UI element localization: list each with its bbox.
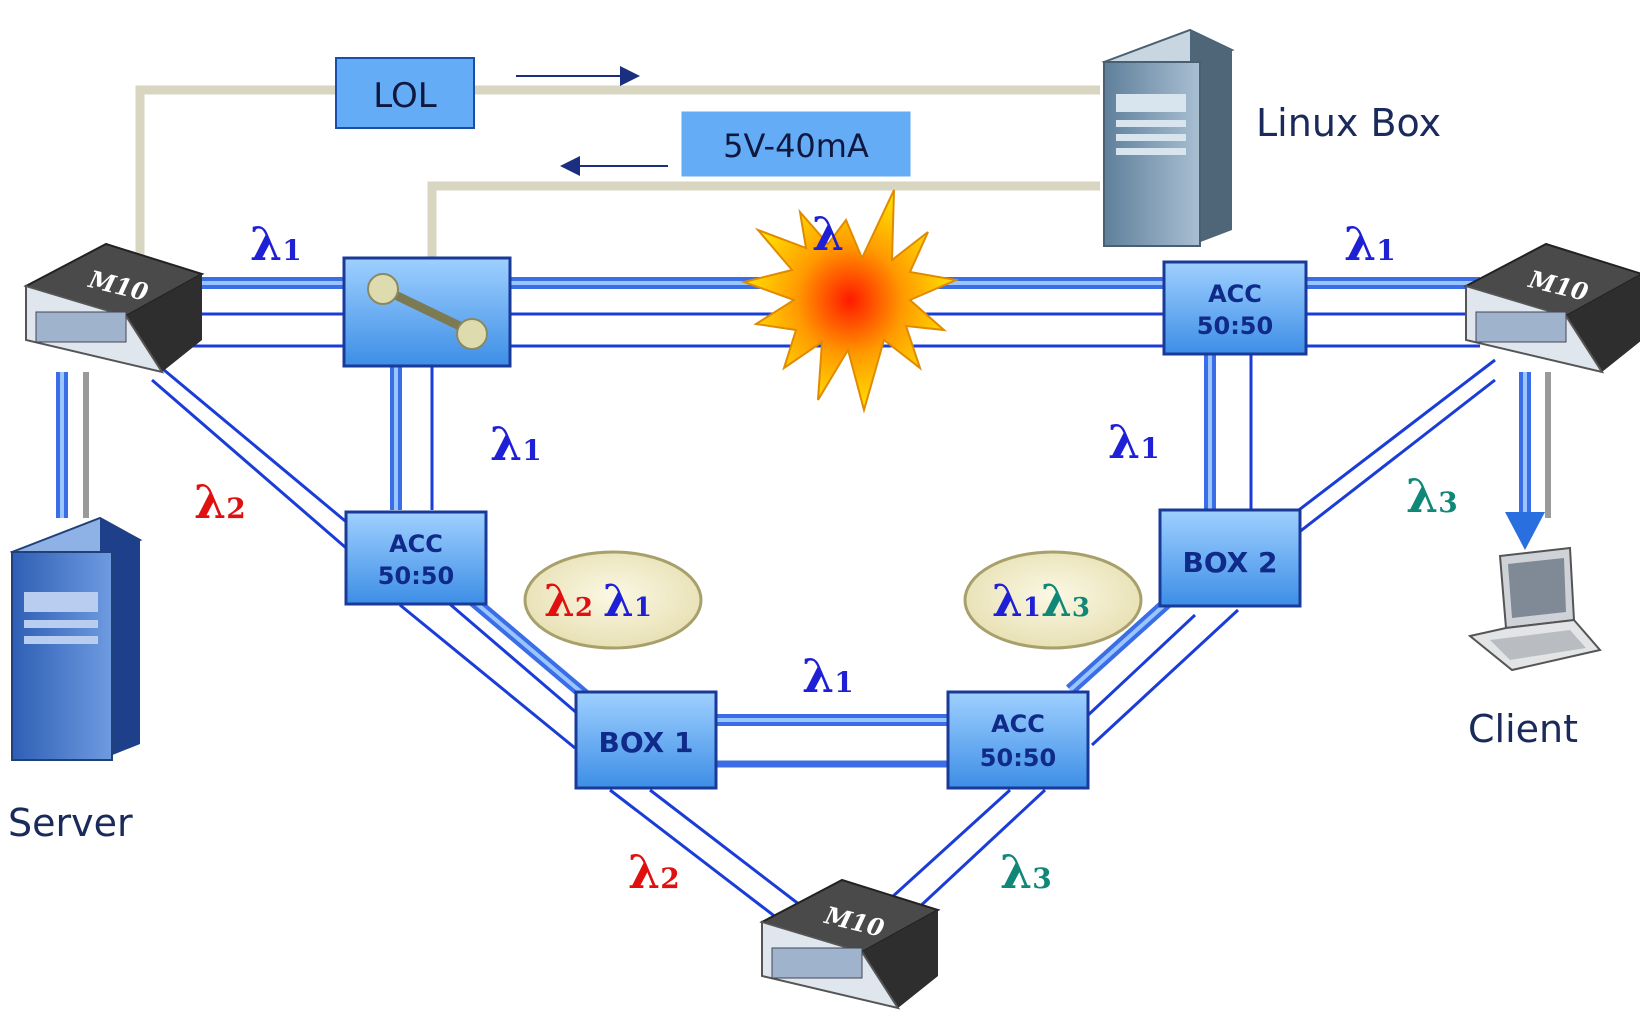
power-supply-box: 5V-40mA (681, 111, 911, 177)
acc-bottom-label: ACC (991, 710, 1045, 738)
wavelength-oval-right (963, 550, 1143, 650)
linux-box-label: Linux Box (1256, 101, 1441, 145)
box-2: BOX 2 (1158, 508, 1302, 608)
lambda1-label-top-left: λ1 (250, 217, 302, 271)
acc-top-label: ACC (1208, 280, 1262, 308)
fiber-links (56, 277, 1551, 930)
control-lines (135, 85, 1100, 270)
wavelength-oval-left (523, 550, 703, 650)
lol-label: LOL (373, 76, 436, 116)
box-1-label: BOX 1 (599, 726, 694, 759)
fault-burst-icon (740, 189, 960, 414)
lambda1-label-right-vertical: λ1 (1108, 415, 1160, 469)
box-1: BOX 1 (574, 690, 718, 790)
linux-box-icon (1101, 28, 1235, 247)
m10-device-bottom: M10 (759, 878, 941, 1010)
lambda2-label-bottom: λ2 (628, 845, 680, 899)
lambda3-label-bottom: λ3 (1000, 845, 1052, 899)
lambda2-label-left: λ2 (194, 475, 246, 529)
acc-top-ratio: 50:50 (1197, 312, 1273, 340)
acc-splitter-left: ACC 50:50 (344, 510, 488, 606)
acc-left-label: ACC (389, 530, 443, 558)
lambda3-label-right: λ3 (1406, 469, 1458, 523)
client-laptop-icon (1467, 546, 1602, 672)
lambda1-label-top-right: λ1 (1344, 217, 1396, 271)
lol-signal-box: LOL (335, 57, 475, 129)
m10-device-right: M10 (1463, 242, 1640, 374)
lambda1-label-center: λ (812, 207, 844, 261)
acc-left-ratio: 50:50 (378, 562, 454, 590)
client-downlink-arrow (1505, 512, 1545, 550)
client-label: Client (1468, 707, 1578, 751)
acc-splitter-bottom: ACC 50:50 (946, 690, 1090, 790)
server-icon (9, 516, 143, 761)
lambda1-label-left-vertical: λ1 (490, 417, 542, 471)
acc-bottom-ratio: 50:50 (980, 744, 1056, 772)
acc-splitter-top: ACC 50:50 (1162, 260, 1308, 356)
box-2-label: BOX 2 (1183, 546, 1278, 579)
power-label: 5V-40mA (723, 127, 869, 165)
m10-device-left: M10 (23, 242, 205, 374)
lambda1-label-bottom: λ1 (802, 649, 854, 703)
oval-right-wavelengths: λ1λ3 (992, 576, 1090, 627)
server-label: Server (8, 801, 133, 845)
optical-switch (342, 256, 512, 368)
